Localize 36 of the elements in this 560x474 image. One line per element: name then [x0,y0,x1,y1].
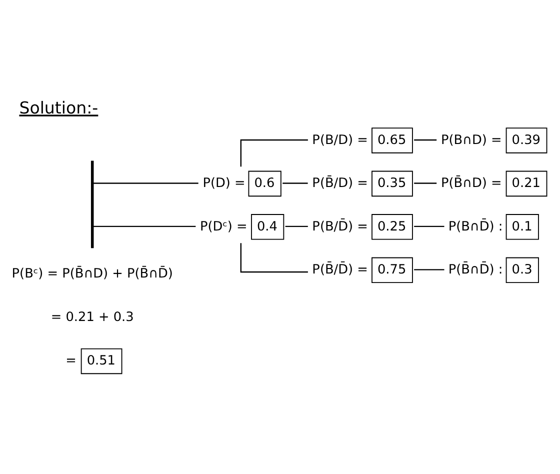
node-box: 0.4 [251,214,284,240]
label: P(Bᶜ) = P(B̄∩D) + P(B̄∩D̄) [12,266,173,282]
node-label: P(B/D̄) = [312,218,368,234]
node-label: P(Dᶜ) = [200,218,248,234]
node-box: 0.1 [506,214,539,240]
connector [93,225,196,227]
node-box: 0.21 [506,170,548,196]
diagram-title: Solution:- [19,98,98,118]
connector [93,182,198,184]
connector [414,268,444,270]
node-box: 0.3 [506,256,539,283]
node-box: 0.75 [372,256,413,283]
node-box: 0.25 [372,214,413,240]
connector [285,225,308,227]
node-box: 0.6 [248,170,282,196]
node-box: 0.39 [506,127,548,153]
node-label: P(B∩D̄) : [448,218,503,234]
node-label: P(B̄/D̄) = [312,262,368,278]
node-label: = [66,353,76,368]
node-label: P(D) = [202,176,246,191]
node-box: 0.51 [80,348,122,374]
label: = 0.21 + 0.3 [50,309,134,324]
connector [414,138,437,140]
connector [414,182,437,184]
node-label: P(B̄∩D) = [440,176,502,191]
node-label: P(B∩D) = [440,132,502,148]
connector [240,242,308,272]
node-bar [90,160,94,248]
node-box: 0.65 [372,127,413,153]
node-box: 0.35 [372,170,413,196]
connector [414,225,444,227]
node-label: P(B/D) = [312,132,368,148]
connector [282,182,308,184]
node-label: P(B̄/D) = [312,176,368,191]
connector [240,138,308,166]
node-label: P(B̄∩D̄) : [448,262,503,278]
